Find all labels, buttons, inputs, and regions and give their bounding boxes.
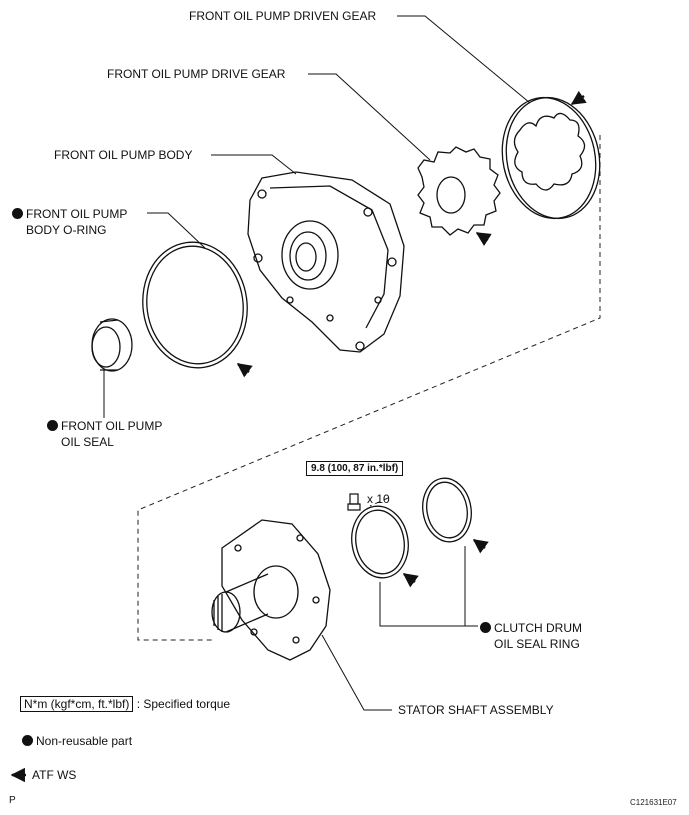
label-clutch-seal-line1: CLUTCH DRUM: [494, 621, 582, 635]
bolt-drawing: [347, 493, 361, 511]
driven-gear-drawing: [501, 96, 601, 220]
leader-lines: [103, 15, 531, 711]
label-driven-gear: FRONT OIL PUMP DRIVEN GEAR: [189, 9, 377, 23]
atf-arrow: [475, 231, 492, 247]
o-ring-drawing: [142, 241, 248, 369]
label-oil-seal-line2: OIL SEAL: [61, 435, 114, 449]
non-reusable-dot-icon: [22, 735, 33, 746]
legend-non-reusable-text: Non-reusable part: [36, 734, 133, 748]
non-reusable-dot-icon: [480, 622, 491, 633]
label-oil-seal-line1: FRONT OIL PUMP: [61, 419, 163, 433]
label-clutch-seal-line2: OIL SEAL RING: [494, 637, 580, 651]
oil-seal-drawing: [91, 318, 133, 372]
assembly-dashed-lines: [137, 135, 601, 641]
legend-non-reusable: Non-reusable part: [22, 734, 132, 749]
drive-gear-drawing: [417, 146, 501, 236]
atf-arrow: [570, 90, 587, 105]
label-o-ring-line1: FRONT OIL PUMP: [26, 207, 128, 221]
label-clutch-seal-ring: CLUTCH DRUM OIL SEAL RING: [480, 620, 582, 652]
atf-arrow: [402, 539, 489, 588]
clutch-seal-ring-drawing: [351, 477, 472, 579]
label-pump-body: FRONT OIL PUMP BODY: [54, 148, 193, 162]
legend-atf: ATF WS: [32, 768, 77, 782]
pump-body-drawing: [247, 171, 405, 353]
legend-torque: N*m (kgf*cm, ft.*lbf) : Specified torque: [20, 696, 231, 712]
figure-code: C121631E07: [630, 798, 677, 807]
torque-spec-box: 9.8 (100, 87 in.*lbf): [306, 461, 404, 476]
label-o-ring-line2: BODY O-RING: [26, 223, 107, 237]
legend-torque-units: N*m (kgf*cm, ft.*lbf): [20, 696, 134, 712]
atf-arrow: [236, 363, 253, 378]
stator-shaft-drawing: [211, 519, 331, 661]
label-stator-shaft: STATOR SHAFT ASSEMBLY: [398, 703, 554, 717]
label-oil-seal: FRONT OIL PUMP OIL SEAL: [47, 418, 162, 450]
non-reusable-dot-icon: [47, 420, 58, 431]
bolt-quantity: x 10: [367, 492, 390, 506]
label-o-ring: FRONT OIL PUMP BODY O-RING: [12, 206, 127, 238]
corner-code-left: P: [9, 795, 16, 806]
label-drive-gear: FRONT OIL PUMP DRIVE GEAR: [107, 67, 286, 81]
legend-torque-desc: : Specified torque: [136, 697, 231, 711]
non-reusable-dot-icon: [12, 208, 23, 219]
